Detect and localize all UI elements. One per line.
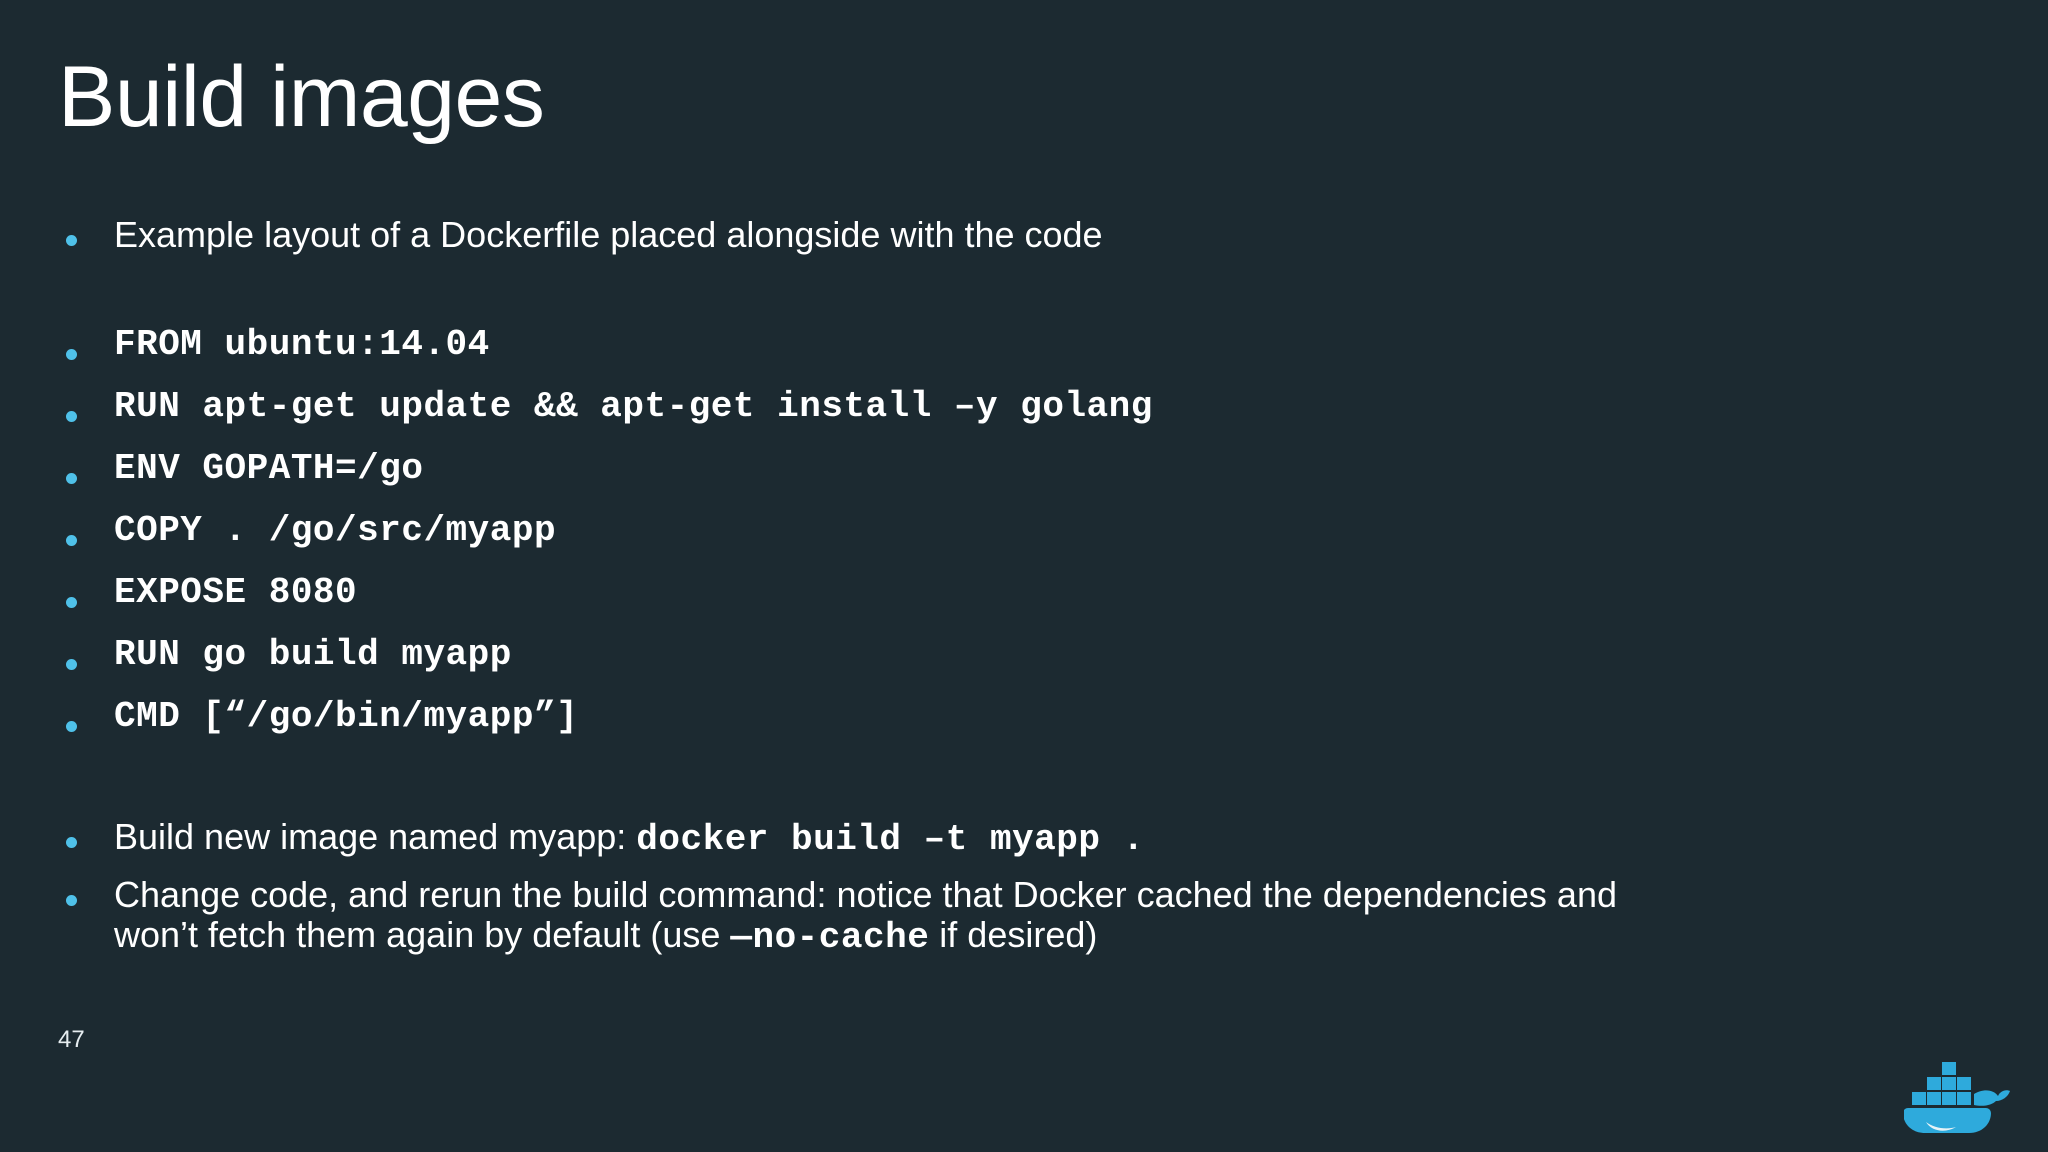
dockerfile-line-copy: COPY . /go/src/myapp xyxy=(114,510,557,551)
bullet-dot-icon xyxy=(58,817,114,851)
build-cmd-code: docker build –t myapp . xyxy=(636,819,1145,860)
page-title: Build images xyxy=(58,49,545,145)
list-item: Build new image named myapp: docker buil… xyxy=(58,816,2018,875)
bullet-text-build-cmd: Build new image named myapp: docker buil… xyxy=(114,816,2018,860)
cache-note-line1: Change code, and rerun the build command… xyxy=(114,874,1617,915)
spacer xyxy=(58,759,2018,817)
dockerfile-line-run-apt: RUN apt-get update && apt-get install –y… xyxy=(114,386,1153,427)
bullet-text-intro: Example layout of a Dockerfile placed al… xyxy=(114,214,1103,255)
list-item: RUN apt-get update && apt-get install –y… xyxy=(58,386,2018,449)
dockerfile-line-cmd: CMD [“/go/bin/myapp”] xyxy=(114,696,579,737)
list-item: ENV GOPATH=/go xyxy=(58,448,2018,511)
list-item: FROM ubuntu:14.04 xyxy=(58,324,2018,387)
dockerfile-line-expose: EXPOSE 8080 xyxy=(114,572,358,613)
bullet-dot-icon xyxy=(58,325,114,363)
bullet-dot-icon xyxy=(58,387,114,425)
bullet-list: Example layout of a Dockerfile placed al… xyxy=(58,214,2018,959)
cache-note-line2-suffix: if desired) xyxy=(929,914,1098,956)
bullet-dot-icon xyxy=(58,215,114,249)
bullet-dot-icon xyxy=(58,511,114,549)
bullet-dot-icon xyxy=(58,697,114,735)
bullet-dot-icon xyxy=(58,875,114,909)
dockerfile-line-from: FROM ubuntu:14.04 xyxy=(114,324,490,365)
list-item: EXPOSE 8080 xyxy=(58,572,2018,635)
bullet-text-cache-note: Change code, and rerun the build command… xyxy=(114,874,2018,959)
list-item: Change code, and rerun the build command… xyxy=(58,874,2018,959)
cache-note-flag-code: —no-cache xyxy=(730,917,930,959)
dockerfile-line-env: ENV GOPATH=/go xyxy=(114,448,424,489)
docker-whale-logo xyxy=(1904,1062,2010,1133)
list-item: Example layout of a Dockerfile placed al… xyxy=(58,214,2018,273)
list-item: COPY . /go/src/myapp xyxy=(58,510,2018,573)
list-item: RUN go build myapp xyxy=(58,634,2018,697)
page-number: 47 xyxy=(58,1026,85,1053)
cache-note-line2-prefix: won’t fetch them again by default (use xyxy=(114,914,731,956)
bullet-dot-icon xyxy=(58,573,114,611)
cache-note-line2: won’t fetch them again by default (use —… xyxy=(114,915,2018,958)
list-item: CMD [“/go/bin/myapp”] xyxy=(58,696,2018,759)
build-cmd-prefix: Build new image named myapp: xyxy=(114,816,637,857)
bullet-dot-icon xyxy=(58,449,114,487)
bullet-dot-icon xyxy=(58,635,114,673)
spacer xyxy=(58,273,2018,325)
dockerfile-line-run-build: RUN go build myapp xyxy=(114,634,512,675)
